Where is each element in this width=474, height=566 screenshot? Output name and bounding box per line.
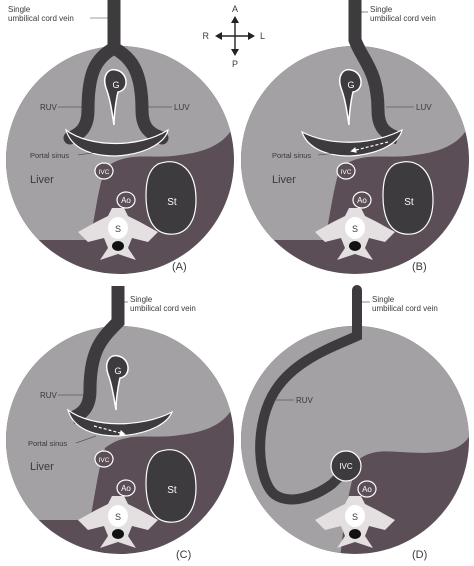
portal-sinus-leader [317, 151, 347, 156]
spinal-canal [112, 241, 124, 251]
liver-region [241, 46, 469, 240]
aorta-circle [116, 191, 136, 209]
spine-body [108, 505, 128, 527]
single-umbilical-vein [348, 0, 401, 145]
portal-sinus-vessel [64, 128, 169, 157]
right-label: R [203, 31, 210, 41]
liver-region [6, 326, 234, 520]
ivc-circle [330, 450, 362, 482]
spine-label: S [115, 224, 121, 234]
left-label: L [260, 31, 265, 41]
spine-label: S [352, 512, 358, 522]
arrow-right-icon [248, 32, 255, 40]
gallbladder-label: G [114, 366, 121, 376]
gallbladder [339, 68, 362, 126]
gallbladder-label: G [347, 80, 354, 90]
spine-body [345, 505, 365, 527]
ivc-label: IVC [339, 462, 353, 471]
portal-sinus-label: Portal sinus [28, 439, 67, 448]
spinal-canal [349, 529, 361, 539]
flow-arrow [93, 425, 126, 436]
spine-label: S [115, 512, 121, 522]
ivc-circle [94, 450, 114, 468]
ruv-label: RUV [40, 391, 58, 400]
luv-label: LUV [416, 103, 432, 112]
right-umbilical-vein [255, 285, 362, 505]
portal-sinus-leader [75, 435, 97, 444]
arrow-down-icon [231, 49, 239, 56]
posterior-label: P [232, 59, 238, 69]
aorta-circle [352, 191, 372, 209]
spinal-canal [349, 241, 361, 251]
luv-label: LUV [174, 103, 190, 112]
flow-arrow [350, 141, 389, 153]
gallbladder [104, 68, 127, 126]
liver-region [6, 46, 234, 240]
anterior-label: A [232, 4, 238, 14]
stomach [145, 161, 197, 235]
portal-sinus-label: Portal sinus [30, 151, 69, 160]
ivc-circle [94, 162, 114, 180]
panel-d: IVC Ao S Single umbilical cord vein RUV … [241, 285, 469, 561]
panel-letter: (B) [412, 261, 427, 273]
panel-b: G IVC Ao St S Single umbilical cord vein… [241, 0, 469, 274]
aorta-label: Ao [357, 196, 367, 205]
liver-label: Liver [272, 174, 296, 186]
aorta-label: Ao [121, 196, 131, 205]
panel-c: G IVC Ao St S Single umbilical cord vein… [6, 286, 234, 561]
liver-label: Liver [30, 461, 54, 473]
orientation-compass: A P R L [203, 4, 266, 69]
panel-letter: (D) [412, 549, 427, 561]
ruv-label: RUV [296, 396, 314, 405]
spine-body [108, 217, 128, 239]
single-vein-label: Single umbilical cord vein [130, 295, 196, 313]
portal-sinus-label: Portal sinus [272, 151, 311, 160]
aorta-label: Ao [121, 484, 131, 493]
spinal-canal [112, 529, 124, 539]
ivc-label: IVC [341, 169, 352, 176]
portal-sinus-vessel [66, 408, 174, 437]
aorta-circle [116, 479, 136, 497]
stomach-label: St [167, 485, 177, 496]
ivc-label: IVC [99, 457, 110, 464]
single-vein-label: Single umbilical cord vein [370, 5, 436, 23]
stomach [382, 161, 434, 235]
single-umbilical-vein [69, 286, 125, 425]
right-umbilical-vein [63, 15, 121, 145]
panel-letter: (C) [176, 549, 191, 561]
spine-label: S [352, 224, 358, 234]
left-umbilical-vein [107, 41, 169, 145]
aorta-label: Ao [362, 485, 372, 494]
single-vein-label: Single umbilical cord vein [372, 295, 438, 313]
panel-letter: (A) [172, 261, 187, 273]
spine-body [345, 217, 365, 239]
panel-a: G IVC Ao St S Single umbilical cord vein… [6, 0, 234, 274]
ruv-label: RUV [40, 103, 58, 112]
stomach [145, 449, 197, 523]
stomach-label: St [167, 197, 177, 208]
portal-sinus-vessel [300, 128, 403, 157]
arrow-up-icon [231, 16, 239, 23]
aorta-circle [357, 480, 377, 498]
stomach-label: St [404, 197, 414, 208]
ivc-circle [336, 162, 356, 180]
arrow-left-icon [215, 32, 222, 40]
gallbladder-label: G [112, 80, 119, 90]
ivc-label: IVC [99, 169, 110, 176]
liver-label: Liver [30, 174, 54, 186]
single-vein-label: Single umbilical cord vein [8, 5, 74, 23]
gallbladder [106, 354, 129, 411]
portal-sinus-leader [77, 149, 113, 156]
